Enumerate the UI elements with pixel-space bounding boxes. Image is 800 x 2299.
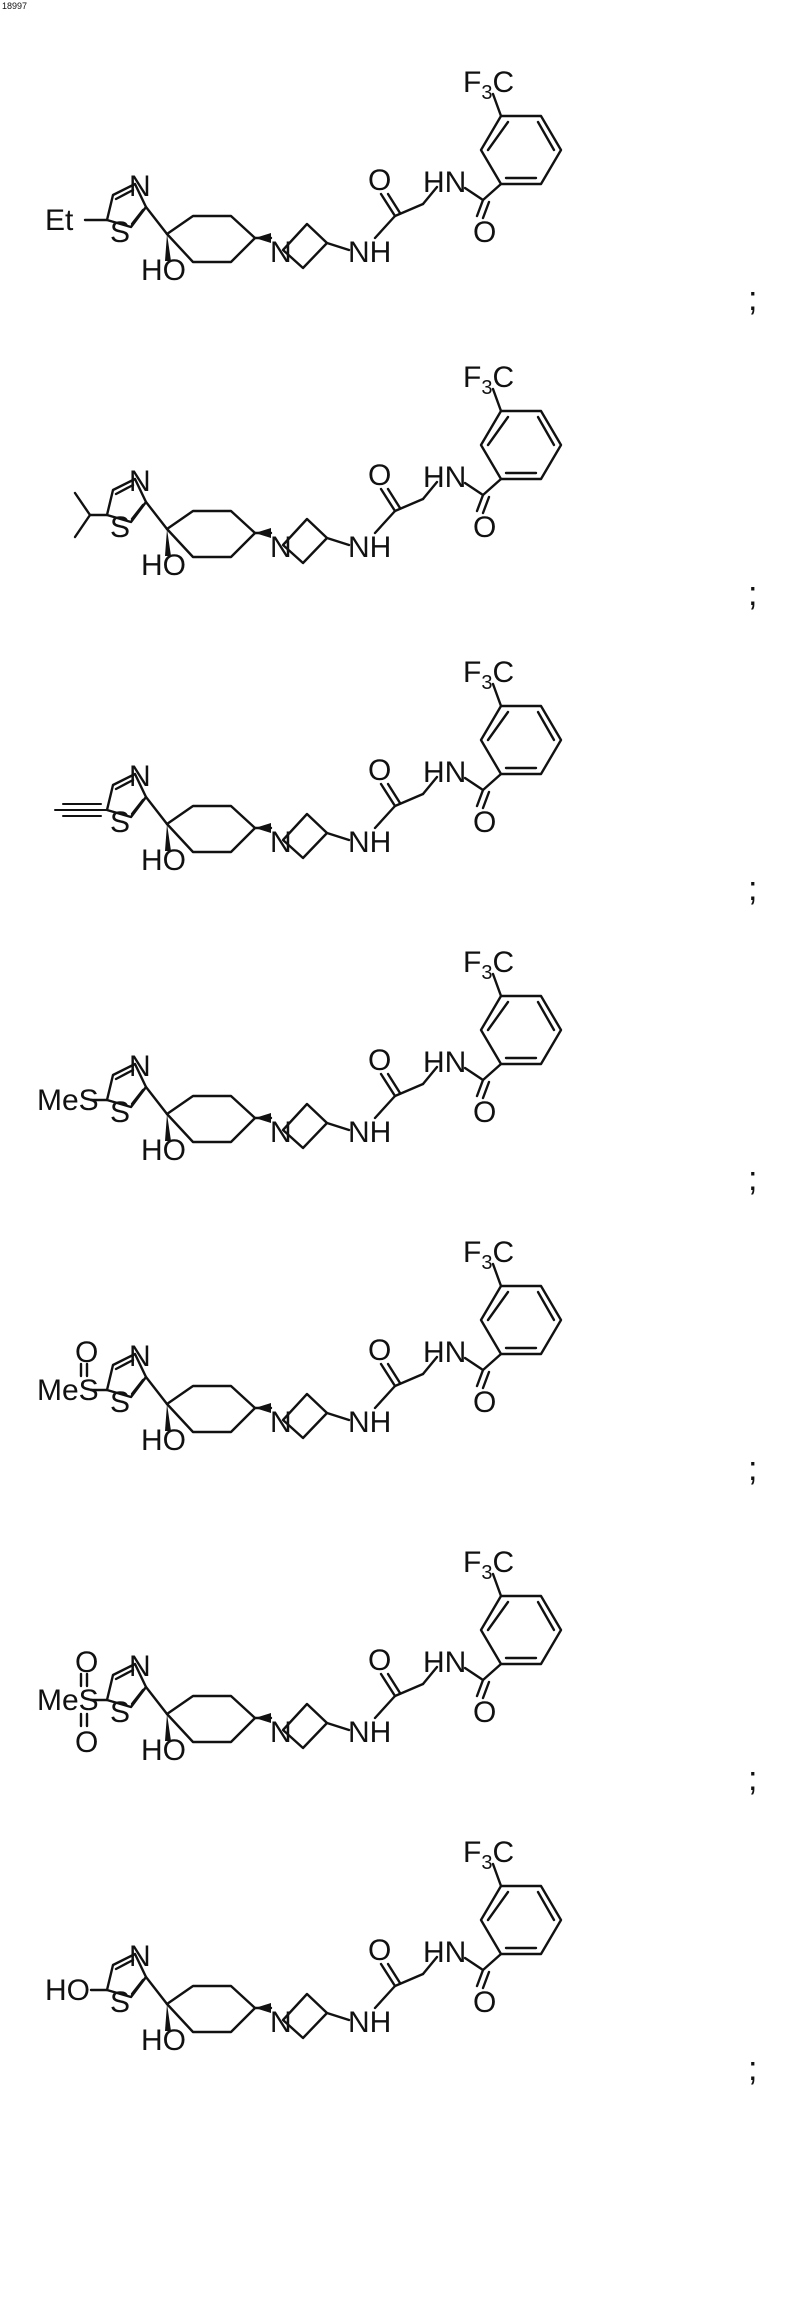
benzamide-o-label: O [473, 511, 496, 544]
hydroxyl-label: HO [141, 2024, 186, 2057]
thiazole-n-label: N [129, 1940, 151, 1973]
separator-semicolon: ; [748, 870, 757, 908]
glycine-hn-label: HN [423, 756, 466, 789]
compound-3-atom-labels: NSHONNHOHNOF3C [110, 656, 514, 877]
amide-o-label: O [368, 754, 391, 787]
amide-o-label: O [368, 1644, 391, 1677]
substituent-label: MeS [37, 1374, 99, 1407]
thiazole-n-label: N [129, 1340, 151, 1373]
atom-labels: NSHONNHOHNOF3C;NSHONNHOHNOF3C;NSHONNHOHN… [110, 66, 757, 2088]
hydroxyl-label: HO [141, 1734, 186, 1767]
glycine-hn-label: HN [423, 1646, 466, 1679]
thiazole-s-label: S [110, 1386, 130, 1419]
isopropyl-group [75, 493, 107, 537]
azetidine-n-label: N [270, 236, 292, 269]
amide-nh-label: NH [348, 826, 391, 859]
thiazole-s-label: S [110, 1986, 130, 2019]
azetidine-n-label: N [270, 1116, 292, 1149]
sulfoxide-o-label: O [75, 1336, 98, 1369]
thiazole-n-label: N [129, 1050, 151, 1083]
thiazole-s-label: S [110, 1096, 130, 1129]
compound-4-atom-labels: NSHONNHOHNOF3C [110, 946, 514, 1167]
benzamide-o-label: O [473, 1696, 496, 1729]
page-number: 18997 [2, 1, 27, 11]
amide-o-label: O [368, 459, 391, 492]
hydroxyl-label: HO [141, 549, 186, 582]
glycine-hn-label: HN [423, 166, 466, 199]
amide-o-label: O [368, 1934, 391, 1967]
compound-7-atom-labels: NSHONNHOHNOF3C [110, 1836, 514, 2057]
amide-nh-label: NH [348, 1716, 391, 1749]
substituent-label: MeS [37, 1684, 99, 1717]
glycine-hn-label: HN [423, 1936, 466, 1969]
cf3-label: F3C [463, 946, 514, 984]
amide-nh-label: NH [348, 236, 391, 269]
separator-semicolon: ; [748, 1760, 757, 1798]
separator-semicolon: ; [748, 2050, 757, 2088]
substituent-label: MeS [37, 1084, 99, 1117]
glycine-hn-label: HN [423, 461, 466, 494]
benzamide-o-label: O [473, 806, 496, 839]
hydroxyl-label: HO [141, 254, 186, 287]
separator-semicolon: ; [748, 1450, 757, 1488]
amide-nh-label: NH [348, 2006, 391, 2039]
hydroxyl-label: HO [141, 1134, 186, 1167]
hydroxyl-label: HO [141, 1424, 186, 1457]
compound-6: MeS O O [37, 1574, 561, 1759]
amide-nh-label: NH [348, 1406, 391, 1439]
glycine-hn-label: HN [423, 1046, 466, 1079]
amide-o-label: O [368, 164, 391, 197]
separator-semicolon: ; [748, 1160, 757, 1198]
glycine-hn-label: HN [423, 1336, 466, 1369]
ethynyl-group [55, 804, 107, 816]
thiazole-n-label: N [129, 465, 151, 498]
compound-5-atom-labels: NSHONNHOHNOF3C [110, 1236, 514, 1457]
benzamide-o-label: O [473, 1096, 496, 1129]
thiazole-n-label: N [129, 1650, 151, 1683]
amide-nh-label: NH [348, 1116, 391, 1149]
separator-semicolon: ; [748, 280, 757, 318]
cf3-label: F3C [463, 361, 514, 399]
amide-o-label: O [368, 1044, 391, 1077]
cf3-label: F3C [463, 66, 514, 104]
azetidine-n-label: N [270, 531, 292, 564]
compound-6-atom-labels: NSHONNHOHNOF3C [110, 1546, 514, 1767]
cf3-label: F3C [463, 1546, 514, 1584]
thiazole-n-label: N [129, 760, 151, 793]
azetidine-n-label: N [270, 1406, 292, 1439]
benzamide-o-label: O [473, 1986, 496, 2019]
cf3-label: F3C [463, 656, 514, 694]
azetidine-n-label: N [270, 1716, 292, 1749]
thiazole-s-label: S [110, 216, 130, 249]
thiazole-s-label: S [110, 1696, 130, 1729]
compound-1-atom-labels: NSHONNHOHNOF3C [110, 66, 514, 287]
azetidine-n-label: N [270, 826, 292, 859]
benzamide-o-label: O [473, 216, 496, 249]
sulfone-o-bottom-label: O [75, 1726, 98, 1759]
amide-nh-label: NH [348, 531, 391, 564]
sulfone-o-top-label: O [75, 1646, 98, 1679]
benzamide-o-label: O [473, 1386, 496, 1419]
compound-2-atom-labels: NSHONNHOHNOF3C [110, 361, 514, 582]
cf3-label: F3C [463, 1836, 514, 1874]
hydroxyl-label: HO [141, 844, 186, 877]
substituent-label: HO [45, 1974, 90, 2007]
separator-semicolon: ; [748, 575, 757, 613]
amide-o-label: O [368, 1334, 391, 1367]
thiazole-n-label: N [129, 170, 151, 203]
cf3-label: F3C [463, 1236, 514, 1274]
thiazole-s-label: S [110, 806, 130, 839]
thiazole-s-label: S [110, 511, 130, 544]
azetidine-n-label: N [270, 2006, 292, 2039]
substituent-label: Et [45, 204, 74, 237]
